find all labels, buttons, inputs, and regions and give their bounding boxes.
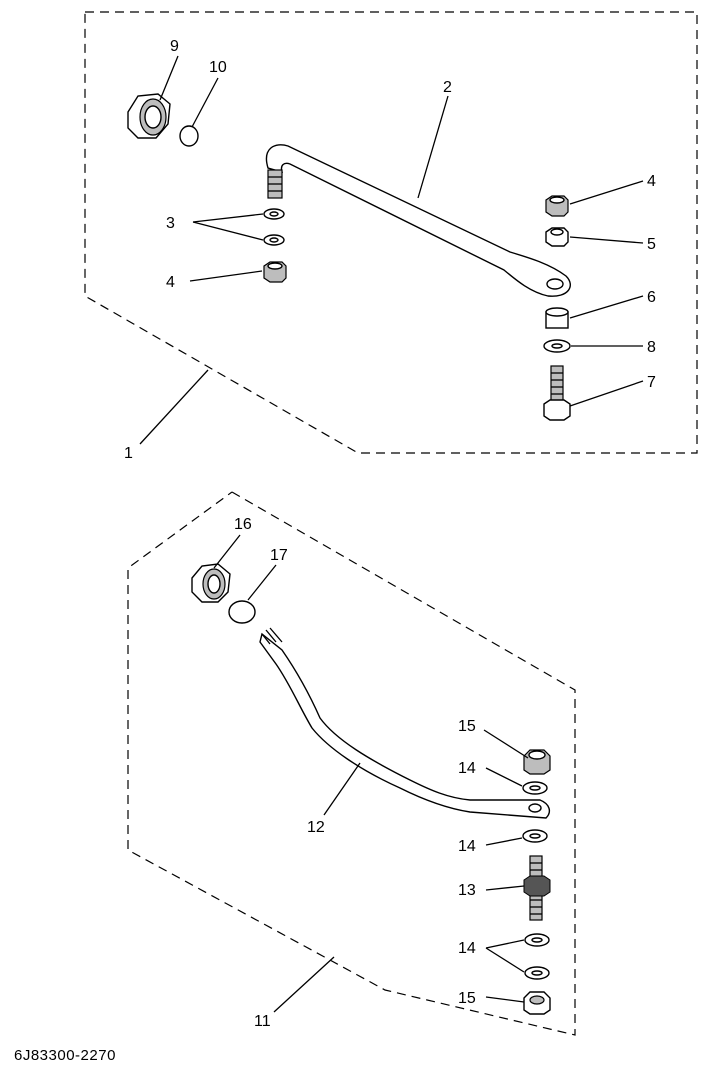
washer-14a-hole <box>529 785 541 791</box>
callout-1: 1 <box>124 445 133 462</box>
callout-15-lower: 15 <box>458 990 476 1007</box>
callout-5: 5 <box>647 236 656 253</box>
kit-11-boundary <box>127 491 576 1036</box>
washer-14b-hole <box>529 833 541 839</box>
washer-3a-hole <box>269 211 279 217</box>
callout-12: 12 <box>307 819 325 836</box>
washer-14c-hole <box>531 937 543 943</box>
steering-rod-2 <box>265 144 571 297</box>
callout-3: 3 <box>166 215 175 232</box>
callout-14-middle: 14 <box>458 838 476 855</box>
washer-3b-hole <box>269 237 279 243</box>
callout-15-upper: 15 <box>458 718 476 735</box>
callout-13: 13 <box>458 882 476 899</box>
callout-4-right: 4 <box>647 173 656 190</box>
drawing-code: 6J83300-2270 <box>14 1047 116 1064</box>
callout-17: 17 <box>270 547 288 564</box>
nut-16 <box>191 563 231 603</box>
o-ring-17 <box>228 600 256 624</box>
nut-4-left <box>263 261 287 283</box>
callout-8: 8 <box>647 339 656 356</box>
callout-4-left: 4 <box>166 274 175 291</box>
callout-2: 2 <box>443 79 452 96</box>
callout-14-upper: 14 <box>458 760 476 777</box>
nut-5 <box>545 227 569 247</box>
stud-bolt-13 <box>523 855 551 921</box>
callout-11: 11 <box>254 1013 271 1030</box>
washer-8-hole <box>551 343 563 349</box>
nut-4-right <box>545 195 569 217</box>
callout-7: 7 <box>647 374 656 391</box>
kit-1-boundary <box>84 11 698 454</box>
nut-15-lower <box>523 991 551 1015</box>
collar-6 <box>545 307 569 329</box>
o-ring-10 <box>179 125 199 147</box>
callout-16: 16 <box>234 516 252 533</box>
callout-10: 10 <box>209 59 227 76</box>
leader-lines <box>139 55 644 1013</box>
washer-14d-hole <box>531 970 543 976</box>
nut-9 <box>127 93 171 139</box>
bolt-7 <box>543 365 571 421</box>
nut-15-upper <box>523 749 551 775</box>
callout-6: 6 <box>647 289 656 306</box>
callout-9: 9 <box>170 38 179 55</box>
steering-rod-12 <box>259 627 551 819</box>
callout-14-lower: 14 <box>458 940 476 957</box>
